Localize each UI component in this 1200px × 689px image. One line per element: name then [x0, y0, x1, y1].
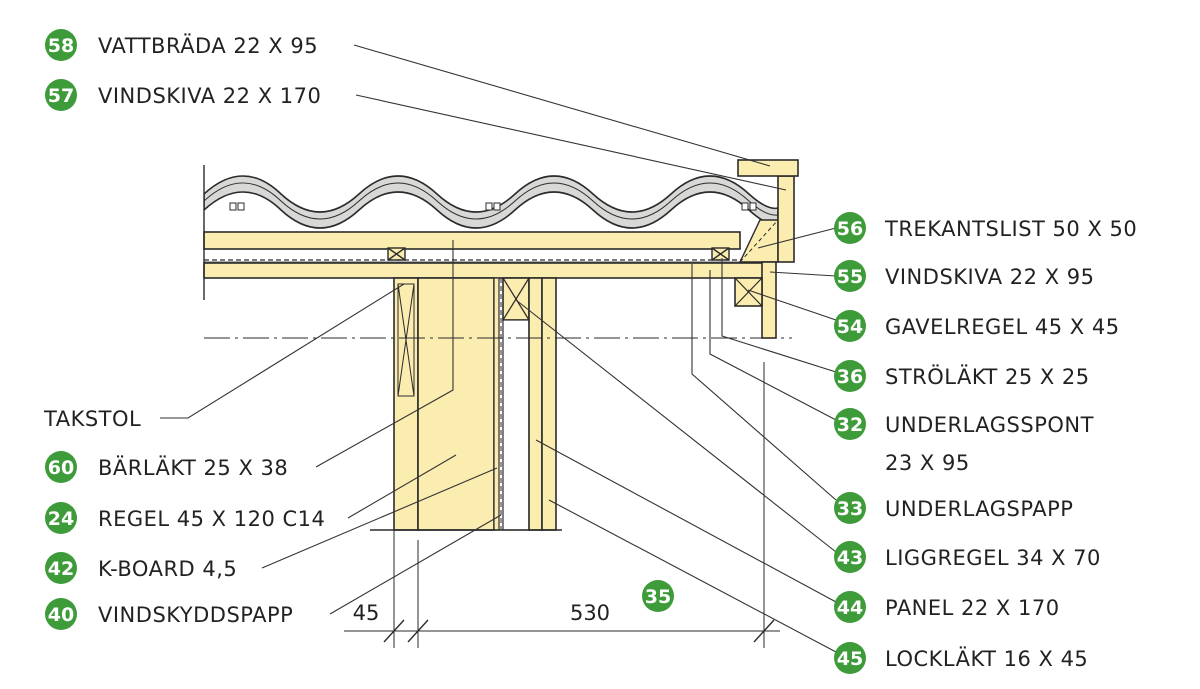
badge-55 [834, 260, 866, 292]
right-label-43: 43 LIGGREGEL 34 X 70 [834, 541, 1101, 573]
barlakt-board [203, 231, 741, 250]
left-label-57: 57 VINDSKIVA 22 X 170 [45, 79, 321, 111]
badge-number: 60 [48, 457, 74, 479]
vattbrada [737, 159, 799, 177]
left-label-42: 42 K-BOARD 4,5 [45, 552, 237, 584]
badge-number: 55 [837, 266, 863, 288]
label-text: VINDSKIVA 22 X 170 [98, 84, 321, 108]
left-label-60: 60 BÄRLÄKT 25 X 38 [45, 451, 288, 483]
badge-33 [834, 492, 866, 524]
badge-60 [45, 451, 77, 483]
right-label-33: 33 UNDERLAGSPAPP [834, 492, 1073, 524]
strolakt [387, 247, 730, 261]
dimension-lines [344, 362, 780, 648]
badge-number: 44 [837, 597, 863, 619]
badge-number: 33 [837, 498, 863, 520]
badge-number: 36 [837, 366, 863, 388]
badge-number: 43 [837, 547, 863, 569]
badge-number: 58 [48, 35, 74, 57]
label-text: TREKANTSLIST 50 X 50 [884, 217, 1137, 241]
badge-number: 57 [48, 85, 74, 107]
dimension-45: 45 [353, 601, 380, 625]
label-text: K-BOARD 4,5 [98, 557, 237, 581]
dimension-530: 530 [570, 601, 610, 625]
vindskiva-95 [761, 261, 777, 339]
badge-54 [834, 310, 866, 342]
badge-number: 56 [837, 218, 863, 240]
badge-number: 45 [837, 648, 863, 670]
right-label-36: 36 STRÖLÄKT 25 X 25 [834, 360, 1090, 392]
left-label-takstol: TAKSTOL [43, 407, 141, 431]
right-label-32: 32 UNDERLAGSSPONT 23 X 95 [834, 408, 1094, 475]
badge-number: 24 [48, 508, 74, 530]
label-text: PANEL 22 X 170 [885, 596, 1060, 620]
left-label-24: 24 REGEL 45 X 120 C14 [45, 502, 325, 534]
badge-number: 54 [837, 316, 863, 338]
left-labels: 58 VATTBRÄDA 22 X 95 57 VINDSKIVA 22 X 170T… [43, 29, 325, 630]
right-label-56: 56 TREKANTSLIST 50 X 50 [834, 212, 1137, 244]
right-label-54: 54 GAVELREGEL 45 X 45 [834, 310, 1120, 342]
left-label-40: 40 VINDSKYDDSPAPP [45, 598, 293, 630]
label-text: UNDERLAGSSPONT [885, 413, 1094, 437]
label-text: REGEL 45 X 120 C14 [98, 507, 325, 531]
badge-number: 40 [48, 604, 74, 626]
takstol-regel [393, 277, 419, 531]
label-text: TAKSTOL [43, 407, 141, 431]
badge-42 [45, 552, 77, 584]
badge-number: 42 [48, 558, 74, 580]
badge-45 [834, 642, 866, 674]
marker-35-text: 35 [645, 586, 671, 608]
right-label-55: 55 VINDSKIVA 22 X 95 [834, 260, 1094, 292]
right-labels: 56 TREKANTSLIST 50 X 50 55 VINDSKIVA 22 X 9… [834, 212, 1137, 674]
marker-35: 35 [642, 580, 674, 612]
right-label-45: 45 LOCKLÄKT 16 X 45 [834, 642, 1088, 674]
leader-lines [160, 44, 837, 653]
label-text-line2: 23 X 95 [885, 451, 970, 475]
badge-number: 32 [837, 414, 863, 436]
label-text: UNDERLAGSPAPP [885, 497, 1073, 521]
badge-56 [834, 212, 866, 244]
badge-57 [45, 79, 77, 111]
badge-40 [45, 598, 77, 630]
badge-44 [834, 591, 866, 623]
label-text: GAVELREGEL 45 X 45 [885, 315, 1120, 339]
left-label-58: 58 VATTBRÄDA 22 X 95 [45, 29, 318, 61]
section-drawing [203, 159, 799, 648]
underlagsspont-board [203, 262, 767, 279]
label-text: BÄRLÄKT 25 X 38 [98, 455, 288, 480]
gavelregel [734, 277, 763, 307]
badge-43 [834, 541, 866, 573]
k-board [493, 277, 500, 531]
label-text: LOCKLÄKT 16 X 45 [885, 646, 1088, 671]
label-text: VINDSKIVA 22 X 95 [885, 265, 1094, 289]
vagg-regel [417, 277, 495, 531]
badge-24 [45, 502, 77, 534]
right-label-44: 44 PANEL 22 X 170 [834, 591, 1060, 623]
label-text: LIGGREGEL 34 X 70 [885, 546, 1101, 570]
badge-32 [834, 408, 866, 440]
badge-58 [45, 29, 77, 61]
label-text: STRÖLÄKT 25 X 25 [885, 364, 1090, 389]
badge-36 [834, 360, 866, 392]
label-text: VATTBRÄDA 22 X 95 [98, 33, 318, 58]
liggregel [502, 277, 530, 531]
locklakt [541, 277, 557, 531]
roof-tiles [204, 175, 779, 229]
label-text: VINDSKYDDSPAPP [98, 603, 293, 627]
